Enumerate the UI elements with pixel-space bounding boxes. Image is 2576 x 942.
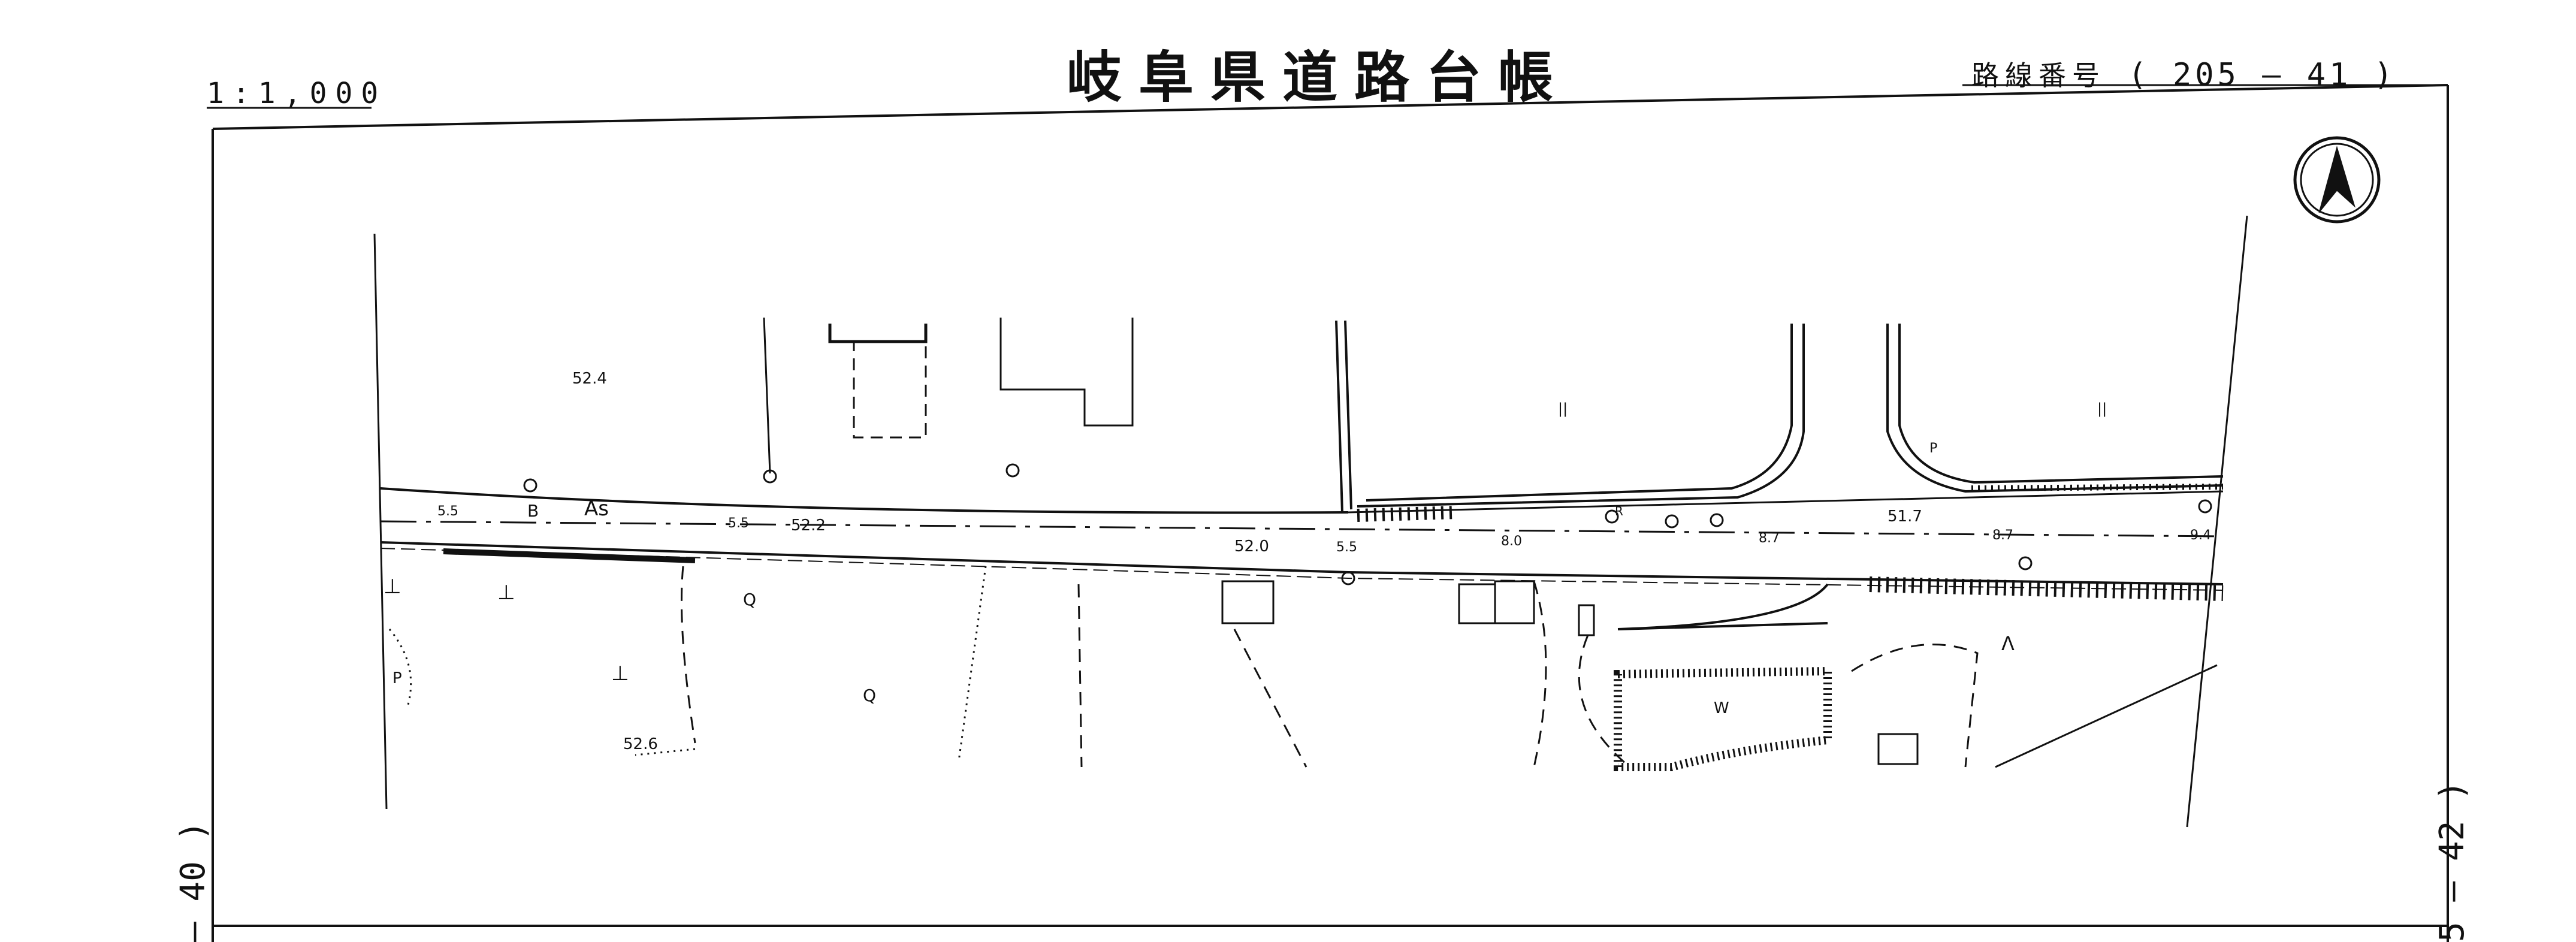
route-number-value: 205 — 41 — [2172, 57, 2352, 93]
symbol-label: R — [1615, 504, 1623, 518]
width-label: 5.5 — [1336, 540, 1357, 555]
curb-hatching — [1357, 484, 2224, 601]
route-number: 路線番号 ( 205 — 41 ) — [1971, 54, 2396, 93]
width-label: 5.5 — [728, 516, 749, 531]
symbol-label: P — [1929, 441, 1937, 456]
adjacent-sheet-right: 5 — 42 ) — [2433, 780, 2472, 942]
map-scale: 1:1,000 — [207, 77, 387, 110]
elevation-label: 52.6 — [623, 735, 658, 753]
elevation-label: 51.7 — [1888, 508, 1922, 526]
utility-poles — [523, 463, 2212, 585]
land-use-label: Λ — [2001, 632, 2015, 655]
elevation-label: 52.2 — [791, 517, 826, 535]
width-label: 9.4 — [2190, 528, 2211, 543]
map-labels: 52.4 52.2 52.0 51.7 52.6 As 5.5 5.5 5.5 … — [383, 370, 2211, 753]
land-use-label: Q — [743, 590, 756, 609]
width-label: 5.5 — [437, 504, 458, 519]
route-paren-close: ) — [2373, 57, 2397, 93]
symbol-label: W — [1714, 699, 1729, 717]
sheet-title: 岐阜県道路台帳 — [1067, 46, 1571, 110]
buildings — [828, 318, 1919, 771]
route-number-label: 路線番号 — [1971, 59, 2106, 92]
lot-lines — [681, 566, 1979, 768]
land-use-label: ⊥ — [611, 662, 629, 686]
side-roads — [1335, 320, 2224, 630]
width-label: 8.7 — [1759, 531, 1780, 546]
adjacent-sheet-left: — 40 ) — [174, 820, 213, 942]
north-arrow-icon — [2293, 136, 2381, 224]
elevation-label: 52.4 — [572, 370, 607, 388]
symbol-label: P — [392, 669, 402, 687]
fence-lines — [763, 317, 2218, 768]
land-use-label: ⊥ — [383, 575, 401, 599]
pavement-label: As — [584, 497, 609, 521]
width-label: 8.0 — [1501, 534, 1522, 549]
land-use-label: ⊥ — [497, 581, 515, 605]
route-paren-open: ( — [2128, 57, 2151, 93]
land-use-label: Q — [863, 686, 876, 705]
sheet-frame — [207, 84, 2449, 942]
main-road — [380, 487, 2224, 591]
symbol-label: B — [527, 501, 539, 521]
width-label: 8.7 — [1992, 528, 2013, 543]
land-use-label: || — [1558, 400, 1568, 417]
elevation-label: 52.0 — [1234, 538, 1269, 555]
field-boundaries — [388, 566, 987, 762]
land-use-label: || — [2097, 400, 2107, 417]
